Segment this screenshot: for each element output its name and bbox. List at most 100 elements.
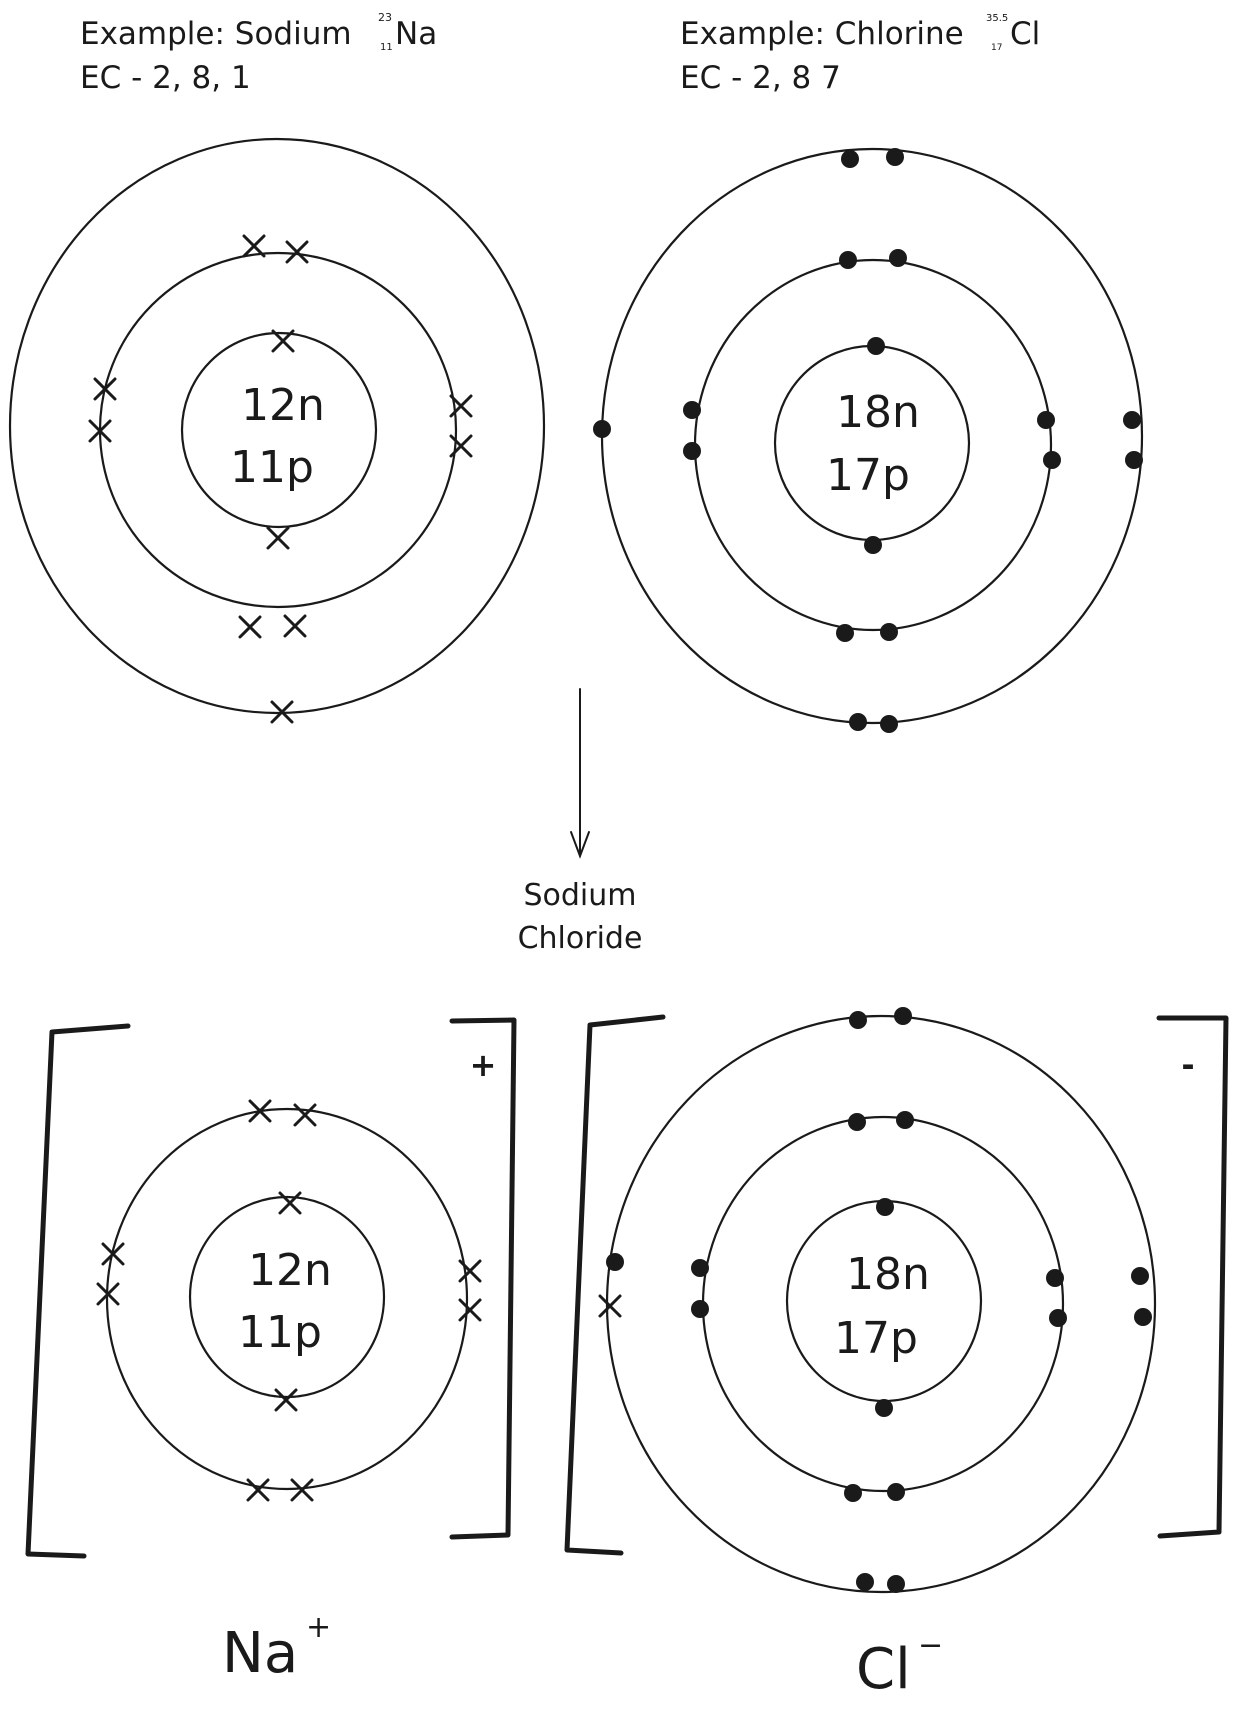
chloride-ion-shell-3 — [605, 1014, 1157, 1594]
sodium-nucleus — [180, 331, 378, 529]
chlorine-protons: 17p — [826, 450, 910, 501]
chloride-ion-left-bracket — [564, 1014, 666, 1556]
electron-dot — [880, 715, 898, 733]
chlorine-nucleus — [773, 344, 971, 542]
chlorine-symbol: Cl — [1010, 16, 1040, 52]
chlorine-neutrons: 18n — [836, 387, 920, 438]
electron-cross — [238, 615, 262, 639]
sodium-electrons — [88, 234, 473, 724]
chloride-ion-shell-2 — [701, 1115, 1065, 1493]
electron-cross — [283, 614, 307, 638]
sodium-symbol: Na — [395, 16, 437, 52]
electron-dot — [691, 1259, 709, 1277]
electron-cross — [270, 700, 294, 724]
electron-dot — [1131, 1267, 1149, 1285]
electron-dot — [867, 337, 885, 355]
electron-dot — [876, 1198, 894, 1216]
chlorine-electron-config: EC - 2, 8 7 — [680, 60, 841, 96]
chlorine-electrons — [593, 148, 1143, 733]
sodium-ion-right-bracket — [449, 1017, 517, 1540]
chlorine-mass-number: 35.5 — [986, 13, 1008, 24]
electron-dot — [849, 713, 867, 731]
electron-cross — [449, 394, 473, 418]
electron-cross — [290, 1478, 314, 1502]
electron-cross — [278, 1191, 302, 1215]
electron-dot — [856, 1573, 874, 1591]
chloride-ion-transferred-electron — [598, 1294, 622, 1318]
sodium-ion: + 12n 11p Na + — [25, 1017, 517, 1686]
electron-cross — [266, 526, 290, 550]
electron-cross — [449, 434, 473, 458]
sodium-heading-prefix: Example: Sodium — [80, 16, 352, 52]
electron-dot — [839, 251, 857, 269]
sodium-neutrons: 12n — [241, 380, 325, 431]
electron-dot — [887, 1483, 905, 1501]
chlorine-atomic-number: 17 — [991, 43, 1002, 53]
chloride-ion-nucleus — [785, 1199, 983, 1403]
electron-cross — [293, 1103, 317, 1127]
electron-dot — [841, 150, 859, 168]
chloride-ion-superscript: − — [918, 1628, 943, 1663]
chlorine-atom: 18n 17p — [593, 147, 1144, 733]
sodium-electron-config: EC - 2, 8, 1 — [80, 60, 251, 96]
sodium-heading: Example: Sodium 23 11 Na EC - 2, 8, 1 — [80, 11, 437, 96]
electron-dot — [606, 1253, 624, 1271]
electron-dot — [683, 401, 701, 419]
product-label-line2: Chloride — [518, 921, 643, 956]
electron-dot — [1037, 411, 1055, 429]
electron-dot — [593, 420, 611, 438]
electron-cross — [274, 1388, 298, 1412]
reaction-arrow — [570, 688, 590, 859]
electron-dot — [886, 148, 904, 166]
electron-cross — [246, 1478, 270, 1502]
electron-cross — [93, 377, 117, 401]
electron-dot — [691, 1300, 709, 1318]
sodium-ion-shell-2 — [105, 1107, 469, 1491]
sodium-ion-symbol: Na — [222, 1621, 298, 1686]
electron-dot — [887, 1575, 905, 1593]
electron-dot — [1049, 1309, 1067, 1327]
electron-cross — [96, 1282, 120, 1306]
sodium-ion-superscript: + — [306, 1610, 331, 1645]
sodium-ion-electrons — [96, 1099, 482, 1502]
sodium-shell-3 — [8, 137, 546, 715]
electron-dot — [848, 1113, 866, 1131]
product-label-line1: Sodium — [523, 878, 636, 913]
electron-dot — [894, 1007, 912, 1025]
electron-cross — [101, 1242, 125, 1266]
sodium-ion-left-bracket — [25, 1023, 131, 1559]
electron-dot — [1046, 1269, 1064, 1287]
electron-cross — [248, 1099, 272, 1123]
electron-cross — [458, 1259, 482, 1283]
chloride-ion-symbol: Cl — [856, 1637, 911, 1702]
electron-dot — [836, 624, 854, 642]
electron-dot — [849, 1011, 867, 1029]
sodium-atom: 12n 11p — [8, 137, 546, 724]
electron-dot — [896, 1111, 914, 1129]
electron-dot — [683, 442, 701, 460]
electron-cross — [271, 329, 295, 353]
electron-dot — [864, 536, 882, 554]
electron-cross — [88, 419, 112, 443]
electron-dot — [1125, 451, 1143, 469]
electron-dot — [1043, 451, 1061, 469]
electron-dot — [844, 1484, 862, 1502]
chloride-ion-neutrons: 18n — [846, 1249, 930, 1300]
sodium-protons: 11p — [230, 442, 314, 493]
electron-cross — [598, 1294, 622, 1318]
chlorine-shell-2 — [693, 258, 1053, 632]
electron-cross — [458, 1298, 482, 1322]
electron-cross — [242, 234, 266, 258]
chloride-ion-right-bracket — [1156, 1015, 1229, 1539]
electron-dot — [1123, 411, 1141, 429]
sodium-ion-neutrons: 12n — [248, 1245, 332, 1296]
sodium-ion-nucleus — [188, 1195, 386, 1399]
sodium-atomic-number: 11 — [380, 42, 393, 53]
chloride-ion-protons: 17p — [834, 1313, 918, 1364]
sodium-mass-number: 23 — [378, 11, 392, 24]
sodium-ion-charge: + — [470, 1046, 497, 1084]
sodium-ion-protons: 11p — [238, 1307, 322, 1358]
electron-dot — [1134, 1308, 1152, 1326]
chloride-ion-electrons — [606, 1007, 1152, 1593]
